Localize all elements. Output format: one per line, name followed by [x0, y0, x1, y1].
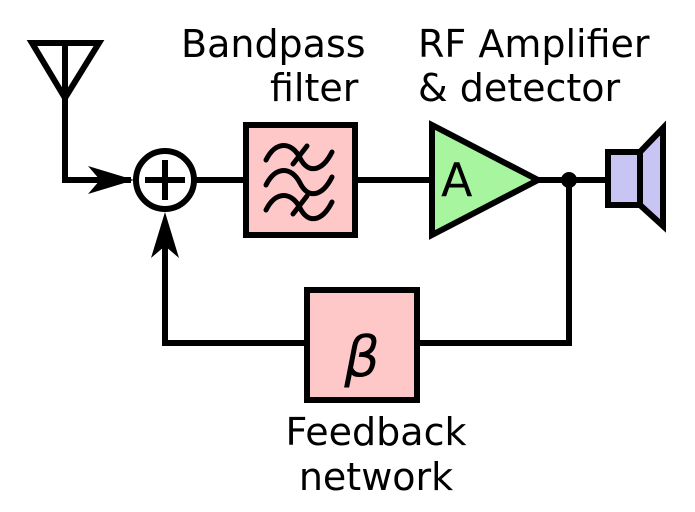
amplifier-symbol: A [441, 153, 473, 207]
wire-junction-to-feedback [417, 177, 572, 346]
wire-feedback-to-summer [162, 237, 310, 346]
feedback-label-line2: network [299, 455, 453, 499]
arrowhead-up-icon [151, 212, 179, 258]
bandpass-filter-label-line1: Bandpass [181, 22, 366, 66]
arrowhead-right-icon [88, 166, 134, 194]
amplifier-label-line1: RF Amplifier [418, 22, 650, 66]
feedback-block-icon [304, 287, 420, 403]
summing-junction-icon [133, 148, 197, 212]
bandpass-filter-block [243, 122, 358, 238]
bandpass-filter-icon [263, 143, 335, 221]
antenna-icon [26, 40, 105, 104]
feedback-symbol: β [343, 325, 380, 390]
amplifier-triangle-icon [429, 120, 545, 240]
amplifier-label-line2: & detector [418, 66, 621, 110]
amplifier-block: A [429, 120, 545, 240]
feedback-label-line1: Feedback [286, 410, 467, 454]
junction-dot [561, 172, 577, 188]
bandpass-filter-label-line2: filter [270, 66, 359, 110]
speaker-icon [605, 120, 666, 233]
wire-antenna-to-summer [62, 92, 131, 183]
feedback-block: β [304, 287, 420, 403]
